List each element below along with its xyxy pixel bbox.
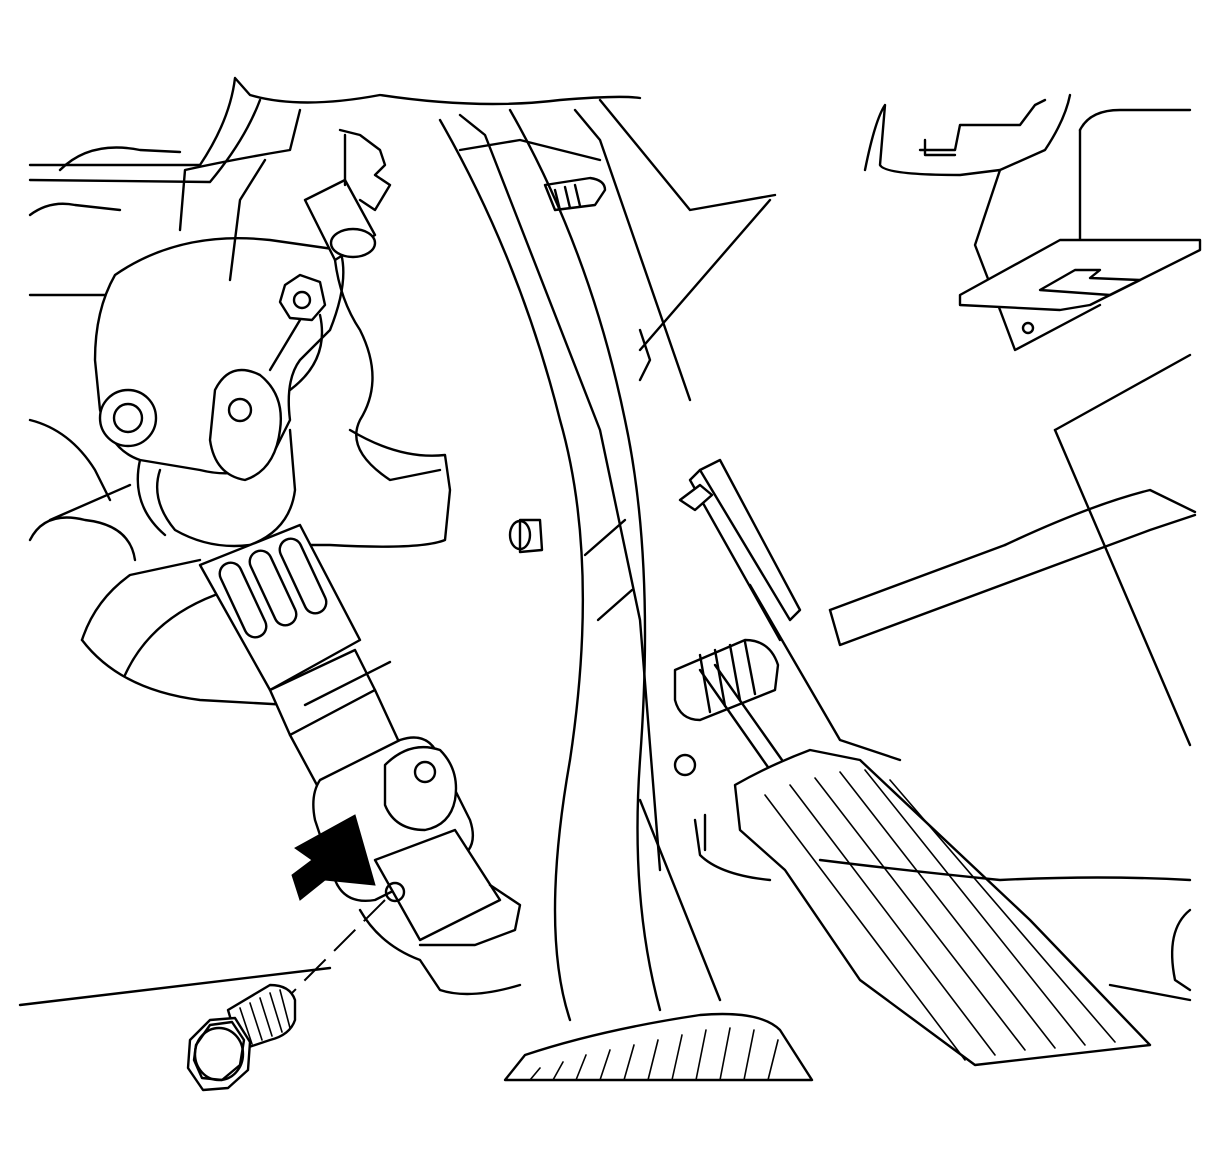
brake-pedal-pad — [503, 1012, 814, 1082]
brake-pedal-arm — [438, 108, 662, 1022]
dash-panel — [18, 76, 642, 1007]
module-bracket — [863, 93, 1202, 352]
intermediate-shaft — [198, 523, 407, 802]
column-switch — [298, 128, 452, 548]
alignment-line — [284, 899, 386, 1001]
bolt-icon — [186, 983, 297, 1092]
steering-column-housing — [93, 108, 345, 548]
floor-rail — [748, 353, 1197, 762]
floor-support — [458, 98, 777, 872]
accelerator-pedal — [638, 458, 1192, 1067]
callout-arrow-icon — [291, 814, 376, 901]
